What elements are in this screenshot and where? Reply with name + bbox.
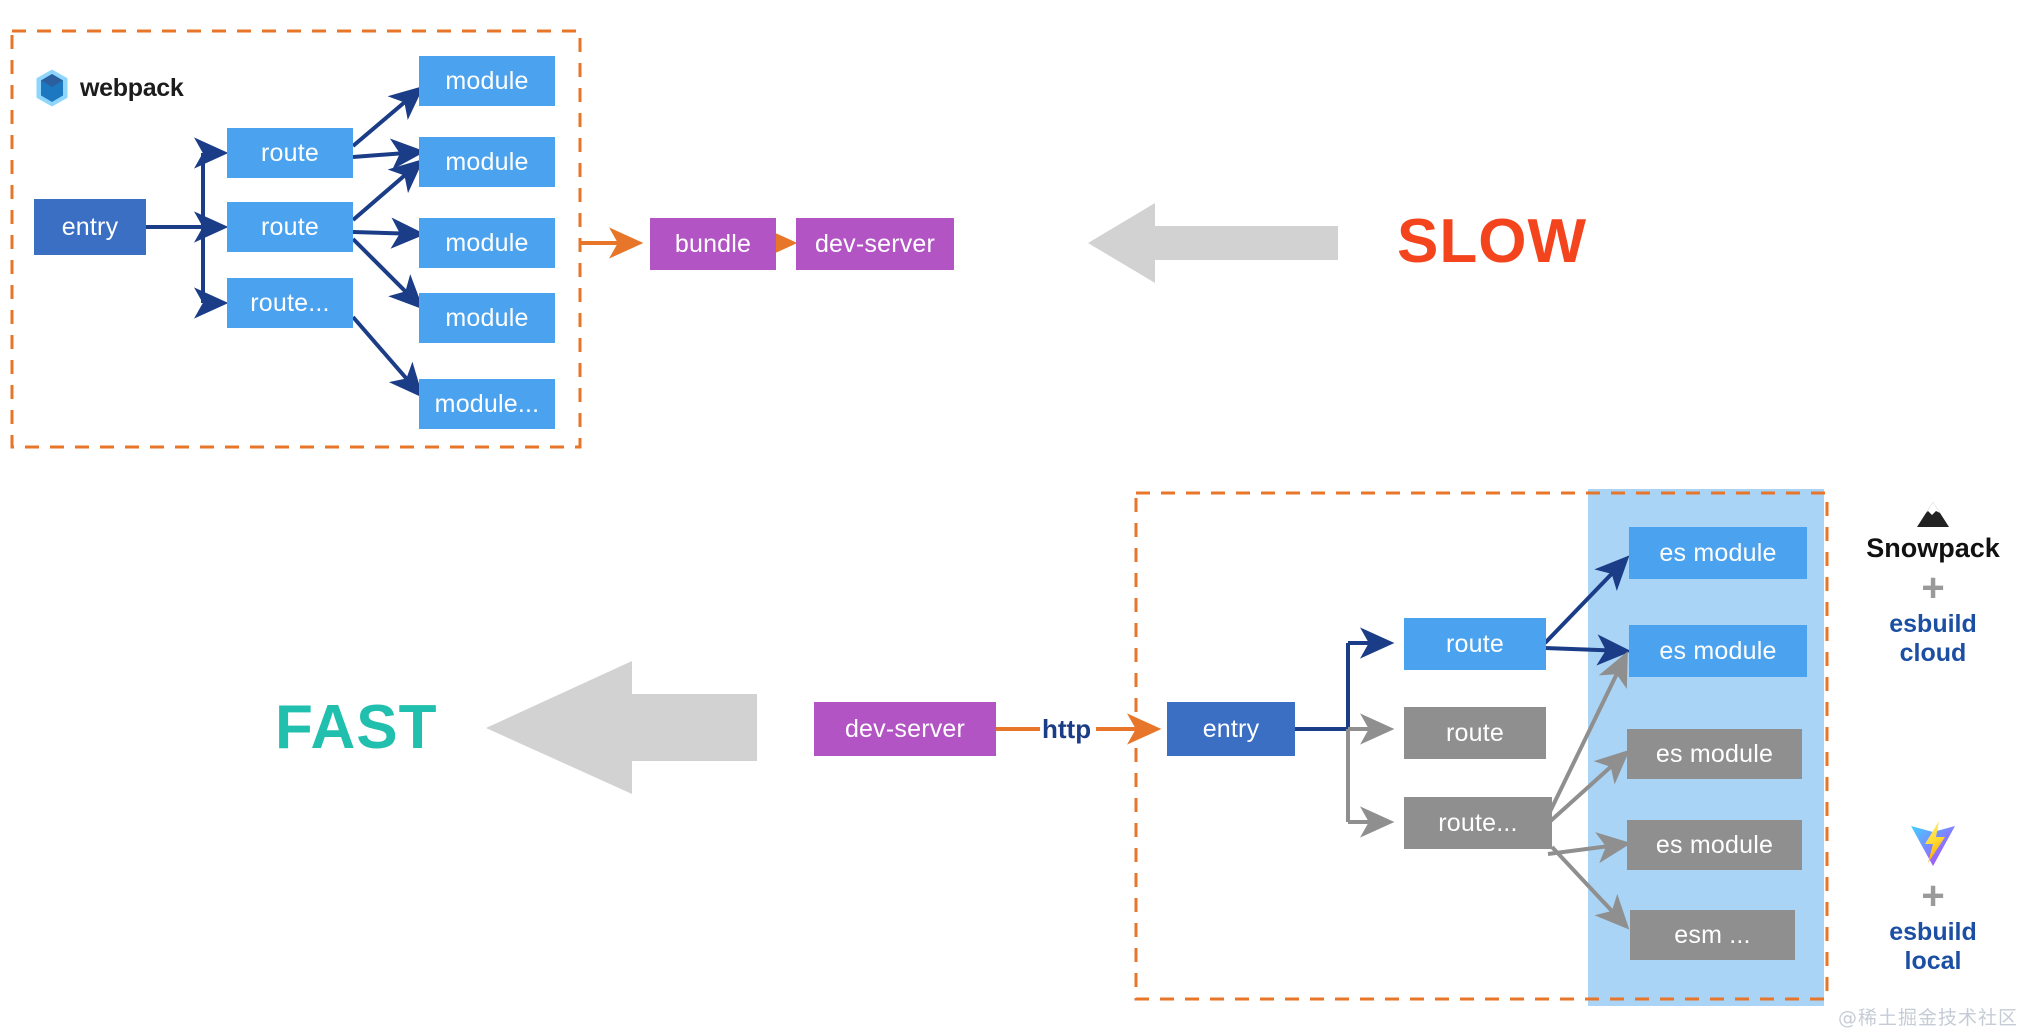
fast-label: FAST <box>275 697 437 759</box>
top-routes-to-modules <box>351 85 426 398</box>
top-entry-node[interactable]: entry <box>34 199 146 255</box>
snowpack-esbuild-line2: cloud <box>1899 639 1967 668</box>
webpack-cube-icon <box>35 68 69 108</box>
bottom-dev-server-node[interactable]: dev-server <box>814 702 996 756</box>
webpack-logo: webpack <box>34 68 184 108</box>
snowpack-brand-name: Snowpack <box>1866 533 2000 563</box>
top-module-node-4[interactable]: module <box>419 293 555 343</box>
webpack-dashed-frame <box>10 29 582 449</box>
top-module-node-2[interactable]: module <box>419 137 555 187</box>
bottom-route-node-3[interactable]: route... <box>1404 797 1552 849</box>
top-route-label-3: route... <box>250 288 330 317</box>
webpack-logo-text: webpack <box>80 73 184 102</box>
top-module-label-3: module <box>445 228 529 257</box>
bottom-route-label-1: route <box>1446 629 1504 658</box>
top-route-node-1[interactable]: route <box>227 128 353 178</box>
bottom-es-module-label-1: es module <box>1659 538 1777 567</box>
vite-brand-block: + esbuild local <box>1838 818 2028 976</box>
top-entry-to-routes <box>146 137 229 319</box>
watermark: @稀土掘金技术社区 <box>1838 1003 2018 1030</box>
bottom-active-route-links <box>1543 555 1632 666</box>
bottom-es-module-node-3[interactable]: es module <box>1627 729 1802 779</box>
top-module-label-5: module... <box>434 389 540 418</box>
bottom-esm-label-5: esm ... <box>1674 920 1751 949</box>
top-module-label-4: module <box>445 303 529 332</box>
top-module-node-3[interactable]: module <box>419 218 555 268</box>
top-entry-label: entry <box>61 212 119 241</box>
vite-lightning-icon <box>1911 821 1955 866</box>
bottom-es-module-node-2[interactable]: es module <box>1629 625 1807 677</box>
snowpack-esbuild-line1: esbuild <box>1889 610 1977 639</box>
bottom-route-label-2: route <box>1446 718 1504 747</box>
top-module-label-1: module <box>445 66 529 95</box>
http-label: http <box>1042 714 1091 745</box>
fast-big-arrow <box>486 661 757 794</box>
bottom-es-module-node-4[interactable]: es module <box>1627 820 1802 870</box>
bottom-es-module-label-2: es module <box>1659 636 1777 665</box>
bottom-dev-server-label: dev-server <box>844 714 966 743</box>
top-module-node-1[interactable]: module <box>419 56 555 106</box>
slow-text: SLOW <box>1397 207 1587 276</box>
slow-label: SLOW <box>1397 211 1587 273</box>
fast-text: FAST <box>275 693 438 762</box>
top-route-node-2[interactable]: route <box>227 202 353 252</box>
top-route-node-3[interactable]: route... <box>227 278 353 328</box>
top-dev-server-label: dev-server <box>814 229 936 258</box>
top-route-label-1: route <box>261 138 319 167</box>
top-module-node-5[interactable]: module... <box>419 379 555 429</box>
bottom-es-module-label-3: es module <box>1655 739 1774 768</box>
bottom-route-label-3: route... <box>1438 808 1518 837</box>
slow-big-arrow <box>1088 203 1338 283</box>
bundle-label: bundle <box>674 229 752 258</box>
bottom-es-module-label-4: es module <box>1655 830 1774 859</box>
vite-esbuild-line2: local <box>1904 946 1962 975</box>
vite-plus-sign: + <box>1921 874 1945 918</box>
bottom-route-node-1[interactable]: route <box>1404 618 1546 670</box>
top-route-label-2: route <box>261 212 319 241</box>
vite-esbuild-line1: esbuild <box>1889 918 1977 946</box>
http-text: http <box>1042 714 1092 744</box>
watermark-text: @稀土掘金技术社区 <box>1838 1007 2019 1029</box>
bottom-entry-label: entry <box>1202 714 1260 743</box>
snowpack-plus-sign: + <box>1921 566 1945 611</box>
top-module-label-2: module <box>445 147 529 176</box>
bottom-inactive-route-links <box>1543 651 1632 930</box>
bottom-entry-to-routes <box>1295 627 1395 838</box>
snowpack-mountain-icon <box>1917 502 1949 527</box>
bottom-route-node-2[interactable]: route <box>1404 707 1546 759</box>
bottom-es-module-node-1[interactable]: es module <box>1629 527 1807 579</box>
top-dev-server-node[interactable]: dev-server <box>796 218 954 270</box>
bottom-entry-node[interactable]: entry <box>1167 702 1295 756</box>
snowpack-brand-block: Snowpack + esbuild cloud <box>1838 500 2028 668</box>
bottom-esm-node-5[interactable]: esm ... <box>1630 910 1795 960</box>
bundle-node[interactable]: bundle <box>650 218 776 270</box>
